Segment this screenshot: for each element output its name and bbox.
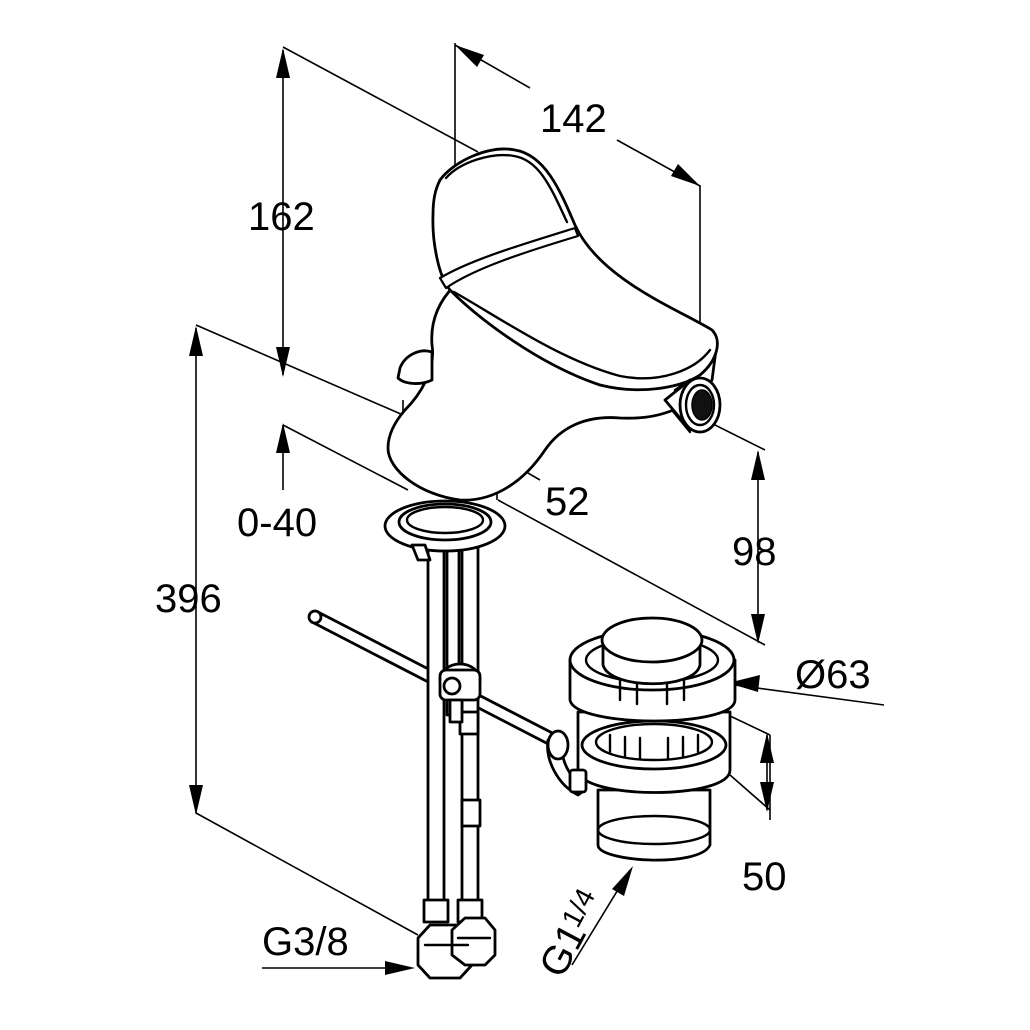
label-g3-8: G3/8 <box>262 920 349 964</box>
dimension-63 <box>728 675 760 692</box>
label-396: 396 <box>155 577 222 621</box>
mounting-flange <box>383 499 507 562</box>
label-98: 98 <box>732 530 777 574</box>
dimension-g114-arrow <box>612 866 633 896</box>
rod-clamp <box>438 662 482 724</box>
label-142: 142 <box>540 97 607 141</box>
extension-lines <box>195 43 885 969</box>
label-diameter-63: Ø63 <box>795 653 871 697</box>
faucet-body <box>386 147 719 502</box>
dimension-98 <box>751 450 765 644</box>
dimension-142 <box>454 44 701 187</box>
supply-connectors <box>416 916 497 980</box>
dimension-162 <box>276 48 290 377</box>
drain-assembly <box>546 616 737 862</box>
outlet-nozzle <box>663 376 722 434</box>
label-50: 50 <box>742 855 787 899</box>
label-52: 52 <box>545 480 590 524</box>
label-g1-1-4: G1 1/4 <box>531 883 601 984</box>
dimension-0-40 <box>276 423 290 490</box>
supply-hoses <box>422 503 484 924</box>
label-162: 162 <box>248 195 315 239</box>
dimension-g38-arrow <box>385 961 415 975</box>
dimension-396 <box>189 326 203 815</box>
dimension-50 <box>760 733 774 812</box>
label-0-40: 0-40 <box>237 501 317 545</box>
